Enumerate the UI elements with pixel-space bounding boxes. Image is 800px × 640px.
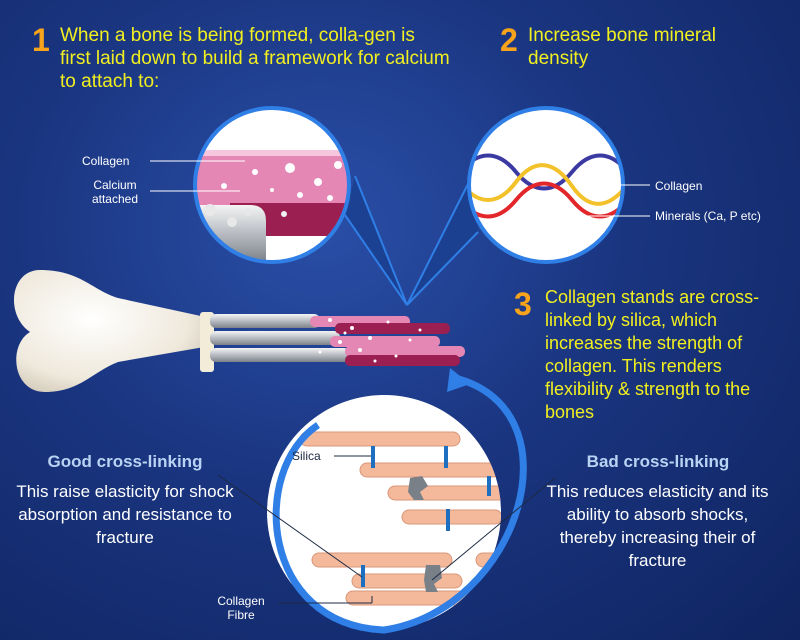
label-calcium-attached: Calcium attached (91, 178, 139, 206)
step-1-number: 1 (32, 22, 50, 58)
label-collagen-fibre: Collagen Fibre (217, 594, 265, 622)
good-crosslinking-title: Good cross-linking (47, 452, 203, 471)
top-leader-lines (150, 160, 650, 217)
crosslink-zoom-circle (267, 368, 527, 634)
collagen-zoom-circle (193, 106, 351, 264)
label-collagen-right: Collagen (655, 179, 703, 193)
step-3-text: Collagen stands are cross-linked by sili… (545, 287, 760, 422)
good-crosslinking-body: This raise elasticity for shock absorpti… (16, 482, 234, 547)
label-silica: Silica (292, 449, 321, 463)
connector-wedges (344, 175, 479, 306)
label-collagen-left: Collagen (82, 154, 130, 168)
step-2-number: 2 (500, 22, 518, 58)
step-3-number: 3 (514, 286, 532, 322)
step-2-text: Increase bone mineral density (528, 25, 716, 69)
label-minerals: Minerals (Ca, P etc) (655, 209, 761, 223)
bone-illustration (13, 270, 214, 392)
bottom-leader-lines (217, 455, 556, 604)
step-1-text: When a bone is being formed, colla-gen i… (60, 25, 450, 92)
bad-crosslinking-body: This reduces elasticity and its ability … (546, 482, 769, 570)
mineral-zoom-circle (467, 106, 625, 264)
fibre-bundle (210, 314, 465, 366)
bad-crosslinking-title: Bad cross-linking (586, 452, 730, 471)
